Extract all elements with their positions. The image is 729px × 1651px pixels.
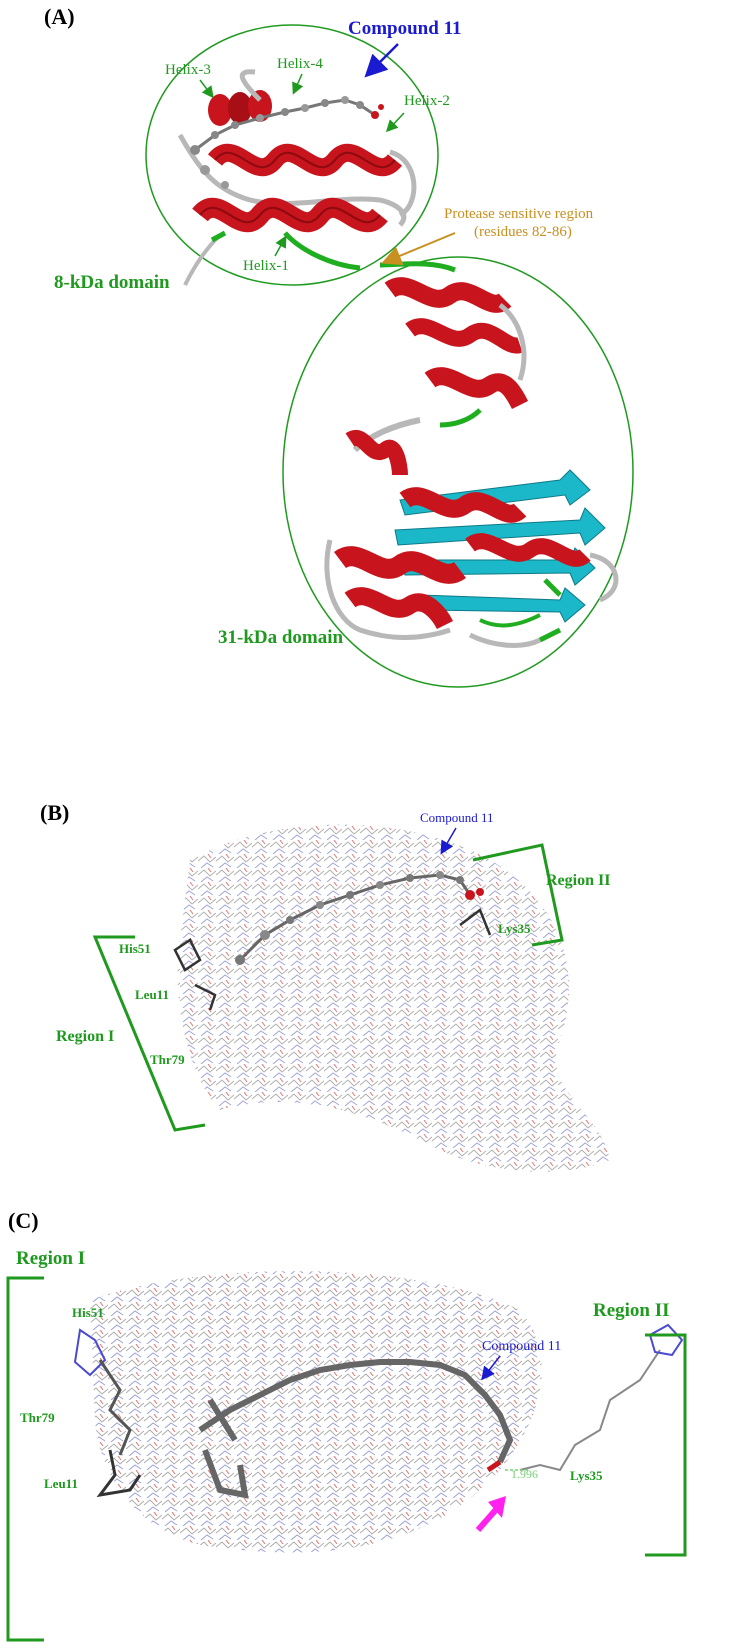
region-1-bracket-c xyxy=(6,1276,44,1642)
helix-2-arrow xyxy=(385,112,405,133)
protein-31kda-cartoon xyxy=(324,261,619,648)
domain-31kda-label: 31-kDa domain xyxy=(218,627,344,648)
helix-2-label: Helix-2 xyxy=(404,93,450,109)
helix-cluster-lower xyxy=(334,487,591,630)
compound-11-arrow-b xyxy=(440,827,457,855)
magenta-arrow-icon xyxy=(488,1496,506,1518)
panel-b: (B) Compound 11 Region II Region I His51… xyxy=(40,800,610,1172)
compound-11-balls-a xyxy=(190,96,384,189)
protease-label-line2: (residues 82-86) xyxy=(474,224,572,240)
region-1-label-b: Region I xyxy=(56,1028,114,1045)
protease-arrow xyxy=(381,232,456,266)
region-2-bracket-c xyxy=(645,1333,687,1557)
compound-11-rings-c xyxy=(202,1398,249,1499)
compound-11-arrow-c xyxy=(481,1355,501,1381)
panel-a-label: (A) xyxy=(44,4,75,29)
his51-label-b: His51 xyxy=(119,941,151,956)
helix-1-arrow xyxy=(274,235,287,257)
helix-3-label: Helix-3 xyxy=(165,62,211,78)
domain-8kda-label: 8-kDa domain xyxy=(54,272,170,293)
panel-b-label: (B) xyxy=(40,800,69,825)
helix-4-label: Helix-4 xyxy=(277,56,323,72)
leu11-label-b: Leu11 xyxy=(135,987,169,1002)
leu11-label-c: Leu11 xyxy=(44,1476,78,1491)
compound-11-label-c: Compound 11 xyxy=(482,1339,561,1354)
protein-stick-model-c xyxy=(90,1271,542,1553)
helix-2-ribbon xyxy=(207,143,403,177)
thr79-label-c: Thr79 xyxy=(20,1410,55,1425)
protein-stick-model-b xyxy=(177,824,611,1172)
protein-8kda-cartoon xyxy=(177,69,417,286)
panel-c-label: (C) xyxy=(8,1208,39,1233)
residue-sticks-dark-b xyxy=(173,908,492,1011)
helix-side xyxy=(345,430,408,476)
lys35-label-c: Lys35 xyxy=(570,1468,603,1483)
thr79-label-b: Thr79 xyxy=(150,1052,185,1067)
panel-a: (A) xyxy=(44,4,634,688)
region-2-bracket-b xyxy=(472,843,564,947)
compound-11-label-b: Compound 11 xyxy=(420,810,494,825)
helix-4-arrow xyxy=(292,73,304,95)
region-1-bracket-b xyxy=(92,935,206,1132)
leu11-stick-c xyxy=(96,1449,142,1498)
panel-c: (C) Region I Region II Compound 11 His51… xyxy=(6,1208,687,1642)
helix-4-ribbon xyxy=(208,90,272,126)
compound-11-balls-b xyxy=(235,871,484,965)
domain-8kda-ellipse xyxy=(145,24,439,286)
region-1-label-c: Region I xyxy=(16,1248,85,1269)
region-2-label-c: Region II xyxy=(593,1300,670,1321)
lys35-stick-c xyxy=(519,1349,661,1472)
helix-1-ribbon xyxy=(192,197,388,233)
lys35-label-b: Lys35 xyxy=(498,921,531,936)
helix-3-arrow xyxy=(199,79,214,99)
protease-label-line1: Protease sensitive region xyxy=(444,206,594,222)
region-2-label-b: Region II xyxy=(546,872,610,889)
thr79-stick-c xyxy=(98,1359,132,1456)
domain-31kda-ellipse xyxy=(282,256,634,688)
compound-11-arrow-a xyxy=(364,43,399,78)
hbond-distance-label: 1.996 xyxy=(511,1467,538,1481)
helix-1-label: Helix-1 xyxy=(243,258,289,274)
his51-label-c: His51 xyxy=(72,1305,104,1320)
compound-11-stick-c xyxy=(198,1359,514,1464)
lys35-ring-c xyxy=(648,1323,684,1357)
his51-ring-c xyxy=(73,1328,107,1377)
carboxyl-o-c xyxy=(486,1459,502,1473)
helix-cluster-upper xyxy=(384,277,529,410)
compound-11-label-a: Compound 11 xyxy=(348,18,462,39)
